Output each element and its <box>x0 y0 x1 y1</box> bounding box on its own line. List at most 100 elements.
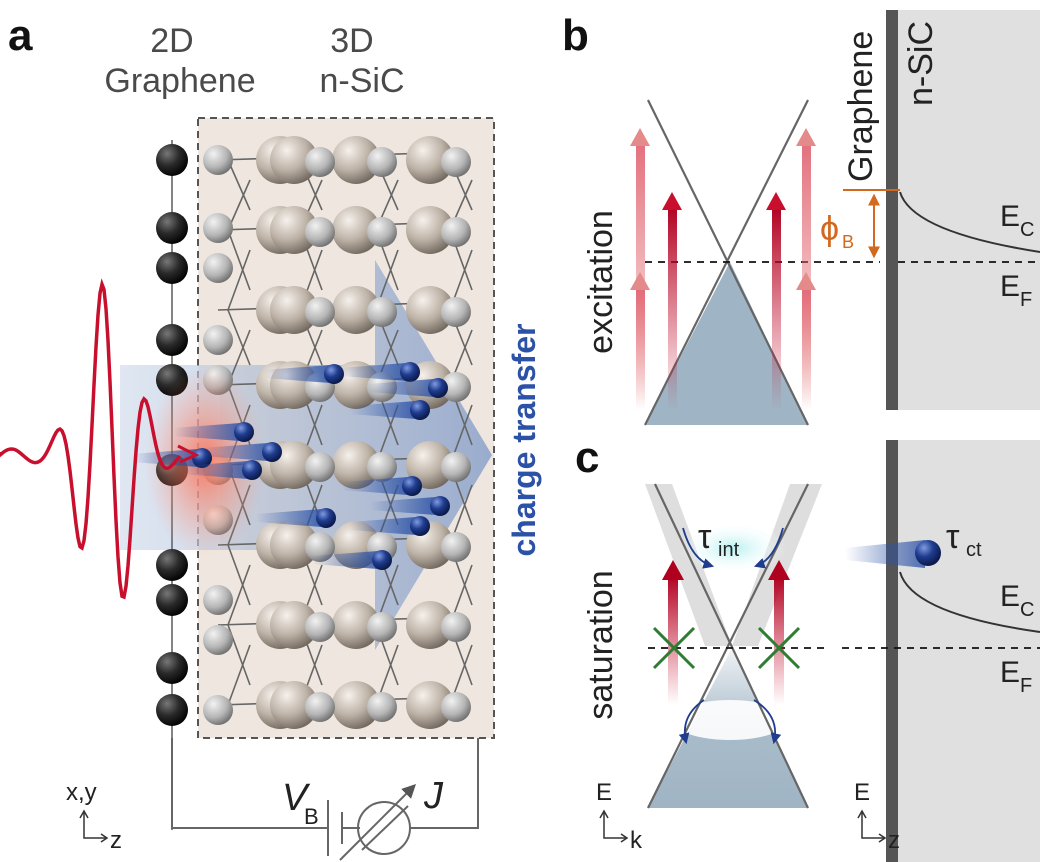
excitation-label: excitation <box>582 210 620 354</box>
conduction-band-c <box>899 571 1040 633</box>
electron-trail <box>174 423 240 441</box>
transferred-electron <box>915 540 941 566</box>
si-atom-large <box>332 441 380 489</box>
ef-symbol-c: E <box>1000 656 1020 689</box>
ec-subscript-b: C <box>1020 219 1034 241</box>
sic-label: n-SiC <box>319 62 404 100</box>
electron-trail <box>370 497 436 515</box>
si-atom-large <box>332 206 380 254</box>
ef-subscript-b: F <box>1020 289 1032 311</box>
si-atom-large <box>270 681 318 729</box>
bond <box>227 229 251 291</box>
axis-a-y-label: x,y <box>66 779 97 806</box>
c-atom-small <box>441 297 471 327</box>
excitation-arrowhead <box>630 128 650 146</box>
excitation-arrow-shaft <box>636 286 645 410</box>
sic-region-b2 <box>898 190 1040 410</box>
c-atom-small <box>441 612 471 642</box>
c-atom-small <box>441 147 471 177</box>
interface-bar-c <box>886 440 898 862</box>
si-atom-large <box>406 206 454 254</box>
light-pulse <box>0 278 182 600</box>
si-atom-large <box>270 136 318 184</box>
si-atom-large <box>270 521 318 569</box>
ef-symbol-b: E <box>1000 270 1020 303</box>
excitation-arrow-shaft <box>668 206 677 410</box>
si-atom <box>203 585 233 615</box>
electron <box>410 400 430 420</box>
graphene-label: Graphene <box>104 62 255 100</box>
transfer-trail-c <box>845 540 925 568</box>
electron <box>400 362 420 382</box>
electron <box>428 378 448 398</box>
excitation-arrowhead <box>630 272 650 290</box>
electron-trail <box>350 401 416 419</box>
charge-transfer-label: charge transfer <box>506 324 542 557</box>
c-atom-small <box>305 452 335 482</box>
electron-trail <box>342 477 408 495</box>
relaxation-arrows <box>678 527 784 745</box>
hole-glow-lower <box>672 700 788 740</box>
dirac-line-c2 <box>647 483 809 809</box>
tau-int-symbol: τ <box>698 518 712 556</box>
bond <box>227 544 251 606</box>
bond <box>227 179 251 231</box>
c-atom-small <box>305 692 335 722</box>
ec-subscript-c: C <box>1020 599 1034 621</box>
c-atom-small <box>441 452 471 482</box>
c-atom-small <box>305 147 335 177</box>
interface-bar-b <box>886 10 898 410</box>
panel-a-letter: a <box>8 11 33 60</box>
carbon-atom <box>156 584 188 616</box>
axis-c1-x-label: k <box>630 827 643 854</box>
ef-subscript-c: F <box>1020 675 1032 697</box>
electron <box>234 422 254 442</box>
electron <box>372 550 392 570</box>
axes-c1 <box>599 809 629 843</box>
si-atom <box>203 695 233 725</box>
valence-cone-b <box>645 262 808 425</box>
panel-b-letter: b <box>562 11 589 60</box>
c-atom-small <box>441 692 471 722</box>
ammeter-arrow <box>339 784 416 861</box>
electron-trail <box>368 379 434 397</box>
sic-region-c-top <box>898 440 1040 632</box>
si-atom <box>203 145 233 175</box>
si-atom-large <box>332 286 380 334</box>
axes-a <box>79 809 109 843</box>
excitation-arrowhead <box>796 272 816 290</box>
carbon-atom <box>156 652 188 684</box>
ec-symbol-c: E <box>1000 580 1020 613</box>
blocked-arrowhead-left <box>662 560 684 580</box>
si-atom-large <box>332 681 380 729</box>
electron <box>262 442 282 462</box>
filled-band-c1 <box>645 484 732 646</box>
conduction-band-b <box>899 191 1040 253</box>
electron <box>402 476 422 496</box>
saturation-label: saturation <box>582 570 620 719</box>
si-atom-large <box>406 286 454 334</box>
excitation-arrowhead <box>662 192 682 210</box>
tau-int-subscript: int <box>718 539 740 561</box>
excitation-arrow-shaft <box>802 286 811 410</box>
c-atom-small <box>367 217 397 247</box>
axes-c2 <box>857 809 887 843</box>
dirac-line-c1 <box>654 483 809 809</box>
c-atom-small <box>305 297 335 327</box>
axis-c2-y-label: E <box>854 779 870 806</box>
c-atom-small <box>441 372 471 402</box>
electron <box>324 364 344 384</box>
si-atom-large <box>406 601 454 649</box>
current-symbol: J <box>423 775 444 817</box>
bond <box>227 644 251 706</box>
blocked-arrow-left <box>668 575 678 705</box>
si-atom <box>203 213 233 243</box>
panel-b: b excitation ϕ B Graphene n-SiC E C E F <box>562 10 1040 426</box>
blocked-arrow-right <box>774 575 784 705</box>
sic-dim-label: 3D <box>330 22 373 60</box>
si-atom-large <box>332 601 380 649</box>
panel-a: a 2D Graphene 3D n-SiC charge transfer <box>0 11 542 861</box>
excitation-arrow-shaft <box>772 206 781 410</box>
si-atom <box>203 625 233 655</box>
